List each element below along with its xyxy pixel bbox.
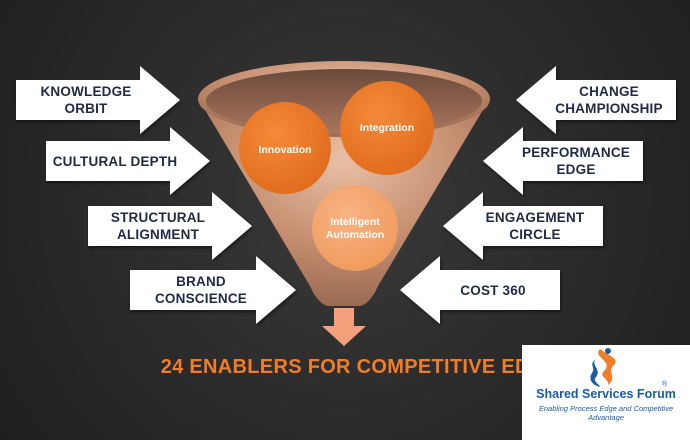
left-arrow-1 bbox=[16, 66, 180, 134]
logo-name: Shared Services Forum bbox=[536, 387, 676, 401]
left-arrow-2 bbox=[46, 127, 210, 195]
circle-innovation bbox=[239, 102, 331, 194]
page-title: 24 ENABLERS FOR COMPETITIVE EDGE bbox=[160, 356, 560, 378]
right-arrow-3 bbox=[443, 192, 603, 260]
left-arrow-4 bbox=[130, 256, 296, 324]
logo-registered-mark: ® bbox=[662, 381, 668, 388]
logo: Shared Services Forum ® Enabling Process… bbox=[522, 345, 690, 440]
down-arrow bbox=[322, 308, 366, 346]
circle-integration bbox=[340, 81, 434, 175]
right-arrow-2 bbox=[483, 127, 643, 195]
circle-intelligent-automation bbox=[312, 185, 398, 271]
right-arrow-4 bbox=[400, 256, 560, 324]
flame-logo-icon bbox=[590, 348, 616, 387]
left-arrow-3 bbox=[88, 192, 252, 260]
logo-tagline: Enabling Process Edge and Competitive Ad… bbox=[538, 404, 674, 422]
right-arrow-1 bbox=[516, 66, 676, 134]
